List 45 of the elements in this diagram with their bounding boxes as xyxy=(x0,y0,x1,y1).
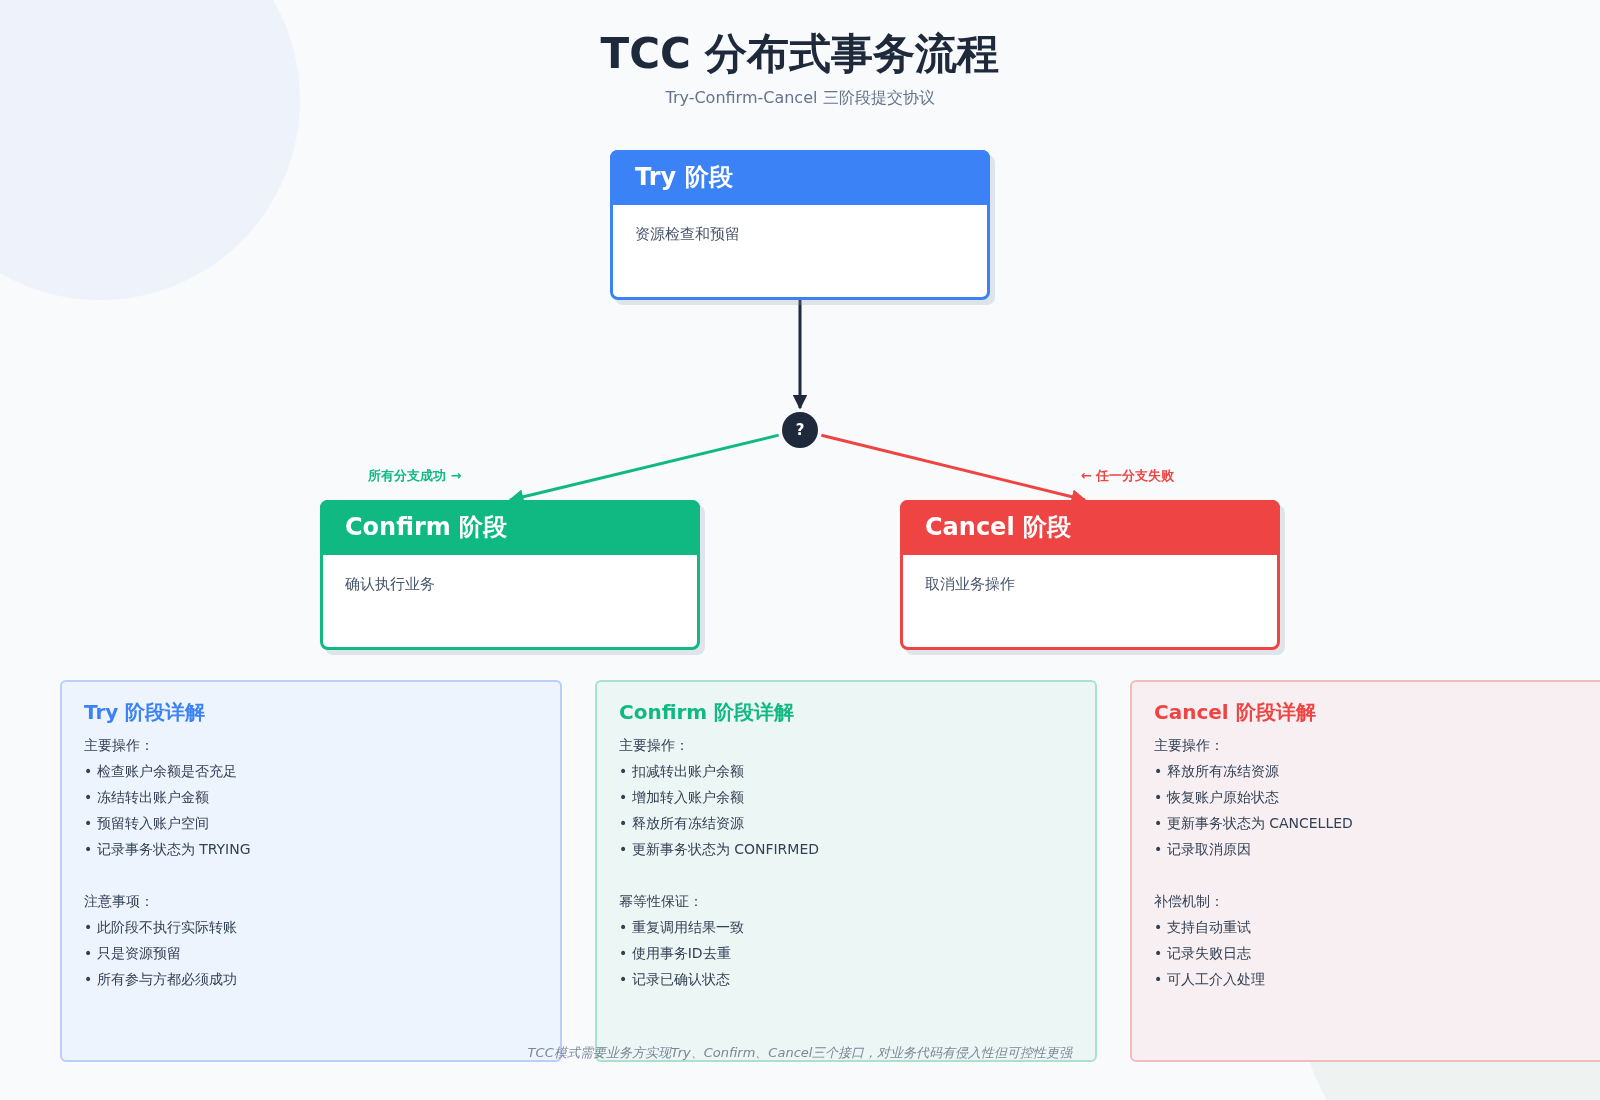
section-label: 主要操作： xyxy=(619,736,690,755)
title: TCC 分布式事务流程 xyxy=(600,29,1000,78)
bullet-item: • 记录取消原因 xyxy=(1154,840,1252,859)
bullet-item: • 此阶段不执行实际转账 xyxy=(84,918,238,937)
arrow xyxy=(792,300,808,410)
phase-description: 取消业务操作 xyxy=(925,575,1015,594)
phase-description: 资源检查和预留 xyxy=(635,225,740,244)
phase-card xyxy=(900,500,1280,650)
bullet-item: • 所有参与方都必须成功 xyxy=(84,970,238,989)
section-label: 主要操作： xyxy=(1154,736,1225,755)
panel-heading: Cancel 阶段详解 xyxy=(1154,699,1317,726)
panel-heading: Try 阶段详解 xyxy=(84,699,207,726)
bullet-item: • 释放所有冻结资源 xyxy=(619,814,745,833)
section-label: 幂等性保证： xyxy=(619,892,704,911)
bullet-item: • 检查账户余额是否充足 xyxy=(84,762,238,781)
bullet-item: • 释放所有冻结资源 xyxy=(1154,762,1280,781)
bullet-item: • 恢复账户原始状态 xyxy=(1154,788,1280,807)
bullet-item: • 只是资源预留 xyxy=(84,944,182,963)
phase-card xyxy=(610,150,990,300)
phase-header: Confirm 阶段 xyxy=(320,500,700,555)
bullet-item: • 重复调用结果一致 xyxy=(619,918,745,937)
phase-description: 确认执行业务 xyxy=(345,575,435,594)
section-label: 补偿机制： xyxy=(1154,892,1225,911)
panel-heading: Confirm 阶段详解 xyxy=(619,699,796,726)
bullet-item: • 更新事务状态为 CONFIRMED xyxy=(619,840,821,859)
subtitle: Try-Confirm-Cancel 三阶段提交协议 xyxy=(665,88,935,107)
bullet-item: • 冻结转出账户金额 xyxy=(84,788,210,807)
bullet-item: • 可人工介入处理 xyxy=(1154,970,1266,989)
section-label: 注意事项： xyxy=(84,892,155,911)
bullet-item: • 记录失败日志 xyxy=(1154,944,1252,963)
bullet-item: • 预留转入账户空间 xyxy=(84,814,210,833)
edge-label: ← 任一分支失败 xyxy=(1078,466,1178,486)
bullet-item: • 使用事务ID去重 xyxy=(619,944,732,963)
bullet-item: • 扣减转出账户余额 xyxy=(619,762,745,781)
decision-circle: ? xyxy=(782,412,818,448)
bullet-item: • 记录事务状态为 TRYING xyxy=(84,840,252,859)
phase-header: Cancel 阶段 xyxy=(900,500,1280,555)
bullet-item: • 增加转入账户余额 xyxy=(619,788,745,807)
bullet-item: • 记录已确认状态 xyxy=(619,970,731,989)
bullet-item: • 支持自动重试 xyxy=(1154,918,1252,937)
phase-card xyxy=(320,500,700,650)
section-label: 主要操作： xyxy=(84,736,155,755)
detail-panel xyxy=(1130,680,1600,1062)
bullet-item: • 更新事务状态为 CANCELLED xyxy=(1154,814,1354,833)
phase-header: Try 阶段 xyxy=(610,150,990,205)
